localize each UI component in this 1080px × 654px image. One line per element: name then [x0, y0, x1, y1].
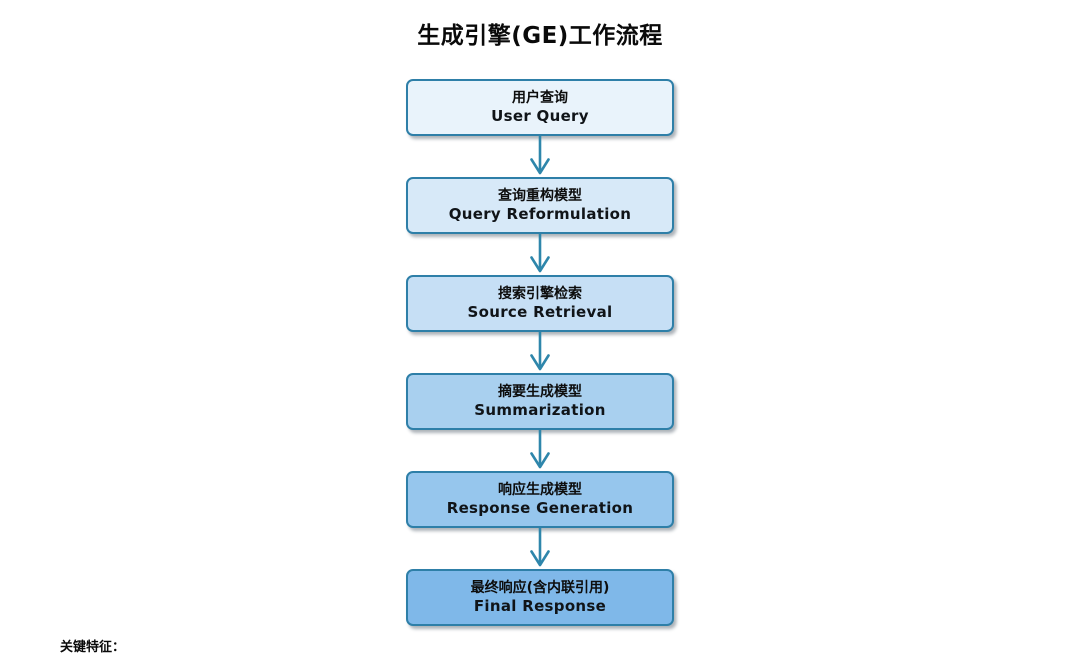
step-label-zh: 响应生成模型	[498, 481, 582, 498]
flow-step-source-retrieval: 搜索引擎检索 Source Retrieval	[406, 275, 674, 332]
step-label-en: Summarization	[474, 400, 606, 419]
flow-step-query-reformulation: 查询重构模型 Query Reformulation	[406, 177, 674, 234]
flow-step-summarization: 摘要生成模型 Summarization	[406, 373, 674, 430]
flow-step-response-generation: 响应生成模型 Response Generation	[406, 471, 674, 528]
step-label-zh: 最终响应(含内联引用)	[470, 579, 610, 596]
step-label-en: Source Retrieval	[467, 302, 613, 321]
diagram-title: 生成引擎(GE)工作流程	[417, 23, 663, 49]
step-label-zh: 搜索引擎检索	[498, 285, 582, 302]
flow-step-final-response: 最终响应(含内联引用) Final Response	[406, 569, 674, 626]
flow-column: 用户查询 User Query 查询重构模型 Query Reformulati…	[406, 79, 674, 626]
flow-step-user-query: 用户查询 User Query	[406, 79, 674, 136]
step-label-en: User Query	[491, 106, 589, 125]
down-arrow-icon	[523, 136, 557, 177]
step-label-zh: 用户查询	[512, 89, 568, 106]
down-arrow-icon	[523, 234, 557, 275]
down-arrow-icon	[523, 332, 557, 373]
down-arrow-icon	[523, 430, 557, 471]
step-label-en: Query Reformulation	[448, 204, 632, 223]
step-label-en: Final Response	[473, 596, 607, 615]
key-features-label: 关键特征：	[60, 640, 126, 654]
down-arrow-icon	[523, 528, 557, 569]
step-label-en: Response Generation	[446, 498, 634, 517]
step-label-zh: 查询重构模型	[498, 187, 582, 204]
step-label-zh: 摘要生成模型	[498, 383, 582, 400]
